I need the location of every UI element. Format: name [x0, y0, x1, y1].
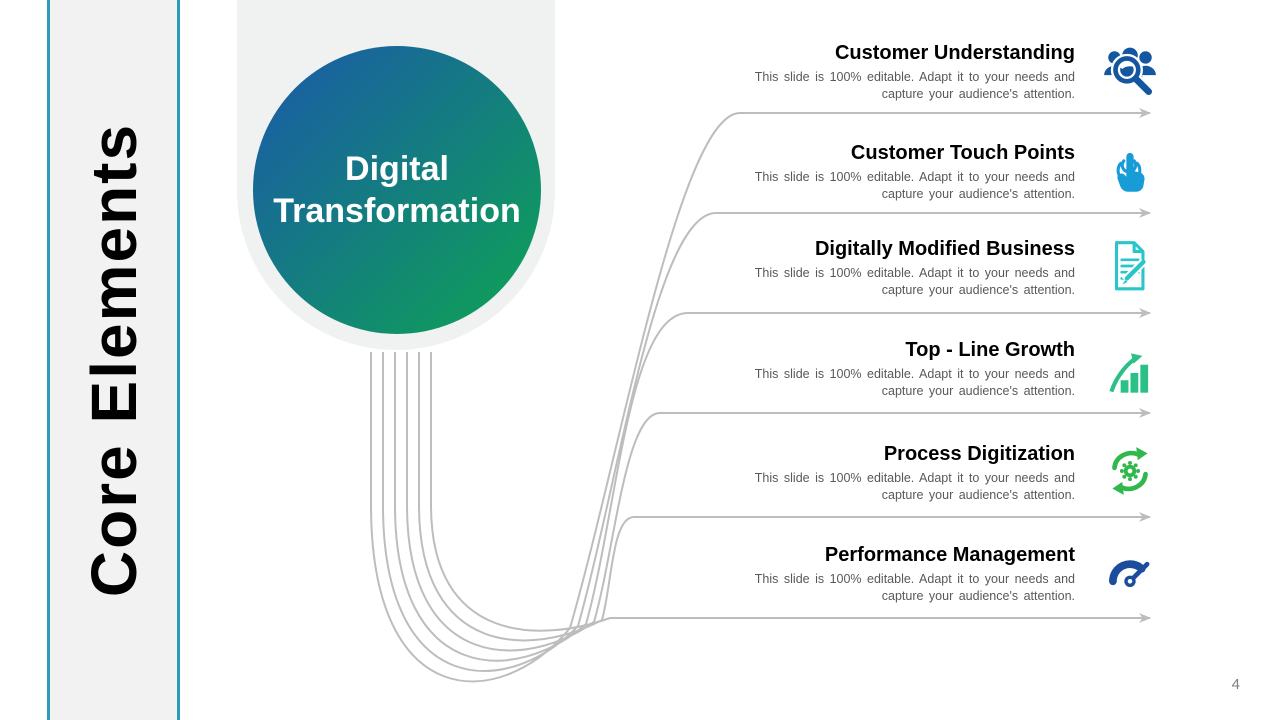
left-title-bar: Core Elements	[47, 0, 180, 720]
touch-gesture-icon	[1101, 142, 1159, 200]
item-title: Digitally Modified Business	[814, 238, 1075, 260]
item-description: This slide is 100% editable. Adapt it to…	[754, 70, 1075, 101]
item-customer-understanding: Customer Understanding This slide is 100…	[745, 40, 1075, 103]
connector-6	[430, 352, 1151, 632]
item-top-line-growth: Top - Line Growth This slide is 100% edi…	[745, 337, 1075, 400]
digital-transformation-circle: Digital Transformation	[253, 46, 541, 334]
connector-5	[418, 352, 1151, 642]
item-title: Process Digitization	[883, 443, 1075, 465]
item-description: This slide is 100% editable. Adapt it to…	[754, 471, 1075, 502]
connector-1	[370, 108, 1151, 683]
connector-2	[382, 208, 1151, 672]
item-title: Customer Touch Points	[850, 142, 1075, 164]
gauge-icon	[1101, 544, 1159, 602]
item-description: This slide is 100% editable. Adapt it to…	[754, 367, 1075, 398]
item-process-digitization: Process Digitization This slide is 100% …	[745, 441, 1075, 504]
hub-title-line2: Transformation	[273, 192, 521, 230]
growth-chart-icon	[1101, 344, 1159, 402]
item-title: Customer Understanding	[834, 42, 1075, 64]
people-search-icon	[1101, 44, 1159, 102]
item-description: This slide is 100% editable. Adapt it to…	[754, 572, 1075, 603]
item-digitally-modified-business: Digitally Modified Business This slide i…	[745, 236, 1075, 299]
item-title: Top - Line Growth	[905, 339, 1075, 361]
item-description: This slide is 100% editable. Adapt it to…	[754, 170, 1075, 201]
document-edit-icon	[1101, 237, 1159, 295]
hub-title-line1: Digital	[345, 150, 449, 188]
sync-gear-icon	[1101, 442, 1159, 500]
item-title: Performance Management	[824, 544, 1075, 566]
item-description: This slide is 100% editable. Adapt it to…	[754, 266, 1075, 297]
item-customer-touch-points: Customer Touch Points This slide is 100%…	[745, 140, 1075, 203]
item-performance-management: Performance Management This slide is 100…	[745, 542, 1075, 605]
connector-3	[394, 308, 1151, 662]
page-number: 4	[1231, 676, 1240, 693]
